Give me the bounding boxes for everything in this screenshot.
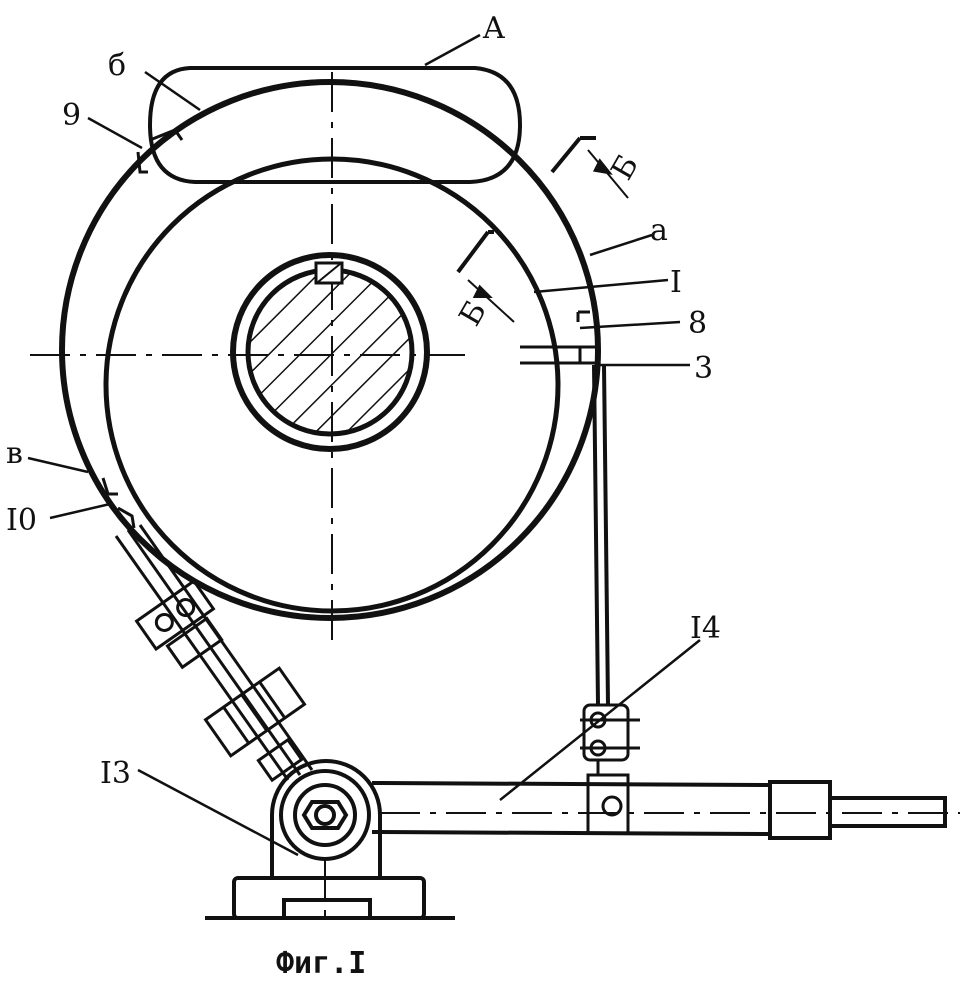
centre-lines <box>30 72 960 925</box>
label-B-lower: Б <box>453 295 494 332</box>
label-A: A <box>482 11 505 46</box>
label-1: I <box>670 265 682 300</box>
outer-band-ring <box>59 79 601 621</box>
label-a: a <box>650 213 668 248</box>
band-end-9 <box>136 128 184 174</box>
drum-ring <box>103 156 561 614</box>
section-mark-lower <box>456 230 515 323</box>
label-9: 9 <box>62 98 81 133</box>
label-14: I4 <box>690 611 721 646</box>
shaft-section <box>245 267 415 437</box>
band-end-10 <box>101 477 136 529</box>
label-3: 3 <box>694 351 713 386</box>
shaft-bore <box>230 252 430 452</box>
section-mark-upper <box>550 136 629 199</box>
label-b: б <box>108 48 126 83</box>
label-B-upper: Б <box>605 149 646 186</box>
cover-housing <box>147 66 523 184</box>
labels: A б 9 Б a I Б 8 3 в I0 I4 I3 Фиг.I <box>6 11 721 981</box>
leader-lines <box>27 33 701 857</box>
figure-caption: Фиг.I <box>276 946 366 981</box>
label-v: в <box>6 436 23 471</box>
adjusting-screw-assembly <box>114 524 314 783</box>
tie-rod <box>592 364 610 706</box>
label-10: I0 <box>6 503 37 538</box>
label-8: 8 <box>688 306 707 341</box>
pivot-bracket-13 <box>205 759 455 920</box>
label-13: I3 <box>100 756 131 791</box>
lever-pin <box>601 795 623 817</box>
lever-14 <box>371 780 947 840</box>
band-strip-right <box>520 310 598 365</box>
